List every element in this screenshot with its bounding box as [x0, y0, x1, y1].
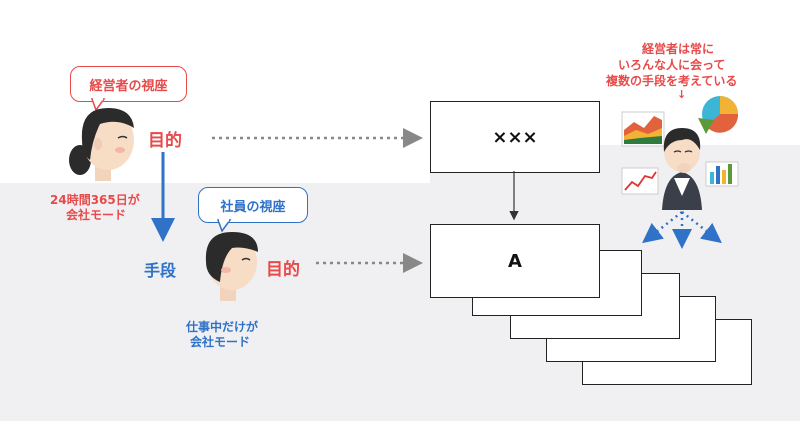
- area-chart-icon: [621, 111, 665, 147]
- box-a-label: A: [508, 250, 522, 272]
- note-line1: 経営者は常に: [642, 42, 715, 56]
- box-xxx: ×××: [430, 101, 600, 173]
- employee-viewpoint-callout: 社員の視座: [198, 187, 308, 223]
- manager-mode-line2: 会社モード: [66, 208, 127, 222]
- pie-chart-icon: [698, 96, 739, 134]
- employee-mode-line1: 仕事中だけが: [186, 320, 259, 334]
- note-line3: 複数の手段を考えている: [606, 74, 738, 88]
- box-xxx-label: ×××: [492, 126, 538, 148]
- manager-viewpoint-callout: 経営者の視座: [70, 66, 187, 102]
- note-line2: いろんな人に会って: [618, 58, 726, 72]
- line-chart-icon: [621, 167, 659, 195]
- bar-chart-icon: [705, 161, 739, 187]
- branch-arrow-left: [642, 211, 683, 244]
- branch-arrow-right: [681, 211, 722, 244]
- employee-mode-line2: 会社モード: [190, 335, 251, 349]
- manager-purpose-label: 目的: [148, 131, 182, 151]
- businesswoman-figure: [662, 128, 702, 210]
- note-arrow: ↓: [677, 88, 687, 101]
- employee-purpose-label: 目的: [266, 260, 300, 280]
- box-a: A: [430, 224, 600, 298]
- manager-viewpoint-label: 経営者の視座: [89, 78, 168, 94]
- means-label: 手段: [144, 261, 177, 280]
- manager-mode-line1: 24時間365日が: [50, 193, 140, 207]
- employee-viewpoint-label: 社員の視座: [220, 199, 286, 215]
